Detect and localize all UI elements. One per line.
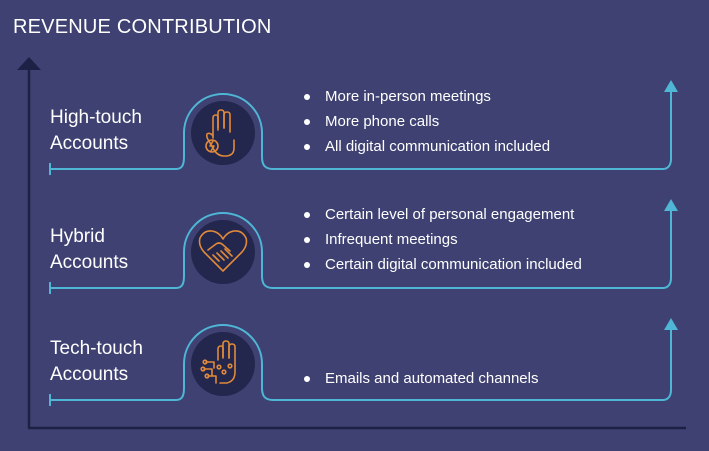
- bullet-item: Infrequent meetings: [302, 227, 582, 252]
- tier-3-label: Tech-touch Accounts: [50, 336, 143, 388]
- tier-2-path: [49, 211, 672, 294]
- tier-1-label: High-touch Accounts: [50, 105, 142, 157]
- bullet-item: More in-person meetings: [302, 84, 550, 109]
- bullet-item: Emails and automated channels: [302, 366, 538, 391]
- tier-1-label-line1: High-touch: [50, 107, 142, 128]
- tier-1-label-line2: Accounts: [50, 133, 129, 154]
- tier-2-label-line1: Hybrid: [50, 226, 105, 247]
- tier-3-bullets: Emails and automated channels: [302, 366, 538, 391]
- tier-1-path: [49, 92, 672, 175]
- bullet-item: Certain digital communication included: [302, 252, 582, 277]
- tier-1-arrowhead: [664, 80, 678, 92]
- tier-2-arrowhead: [664, 199, 678, 211]
- bullet-item: Certain level of personal engagement: [302, 202, 582, 227]
- tier-2-label: Hybrid Accounts: [50, 224, 128, 276]
- bullet-item: More phone calls: [302, 109, 550, 134]
- tier-1-bullets: More in-person meetings More phone calls…: [302, 84, 550, 159]
- heart-handshake-icon: [191, 220, 255, 284]
- tier-3-label-line2: Accounts: [50, 364, 129, 385]
- y-axis-arrowhead: [17, 57, 41, 70]
- tier-2-label-line2: Accounts: [50, 252, 129, 273]
- tier-3-path: [49, 324, 672, 406]
- tier-3-label-line1: Tech-touch: [50, 338, 143, 359]
- diagram-title: REVENUE CONTRIBUTION: [13, 16, 272, 38]
- tier-3-arrowhead: [664, 318, 678, 330]
- tier-2-bullets: Certain level of personal engagement Inf…: [302, 202, 582, 277]
- circuit-hand-icon: [191, 332, 255, 396]
- hand-lightning-icon: [191, 101, 255, 165]
- bullet-item: All digital communication included: [302, 134, 550, 159]
